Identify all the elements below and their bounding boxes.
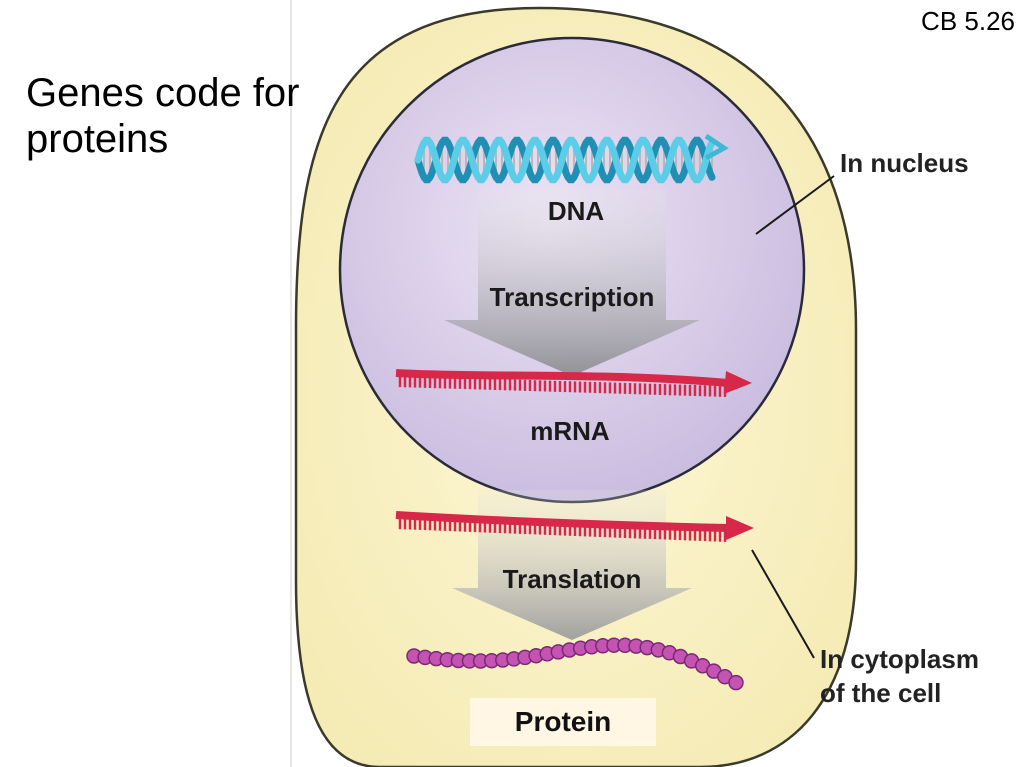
transcription-arrow bbox=[444, 190, 700, 376]
slide-reference: CB 5.26 bbox=[921, 6, 1015, 36]
mrna-label: mRNA bbox=[530, 416, 610, 446]
dna-label: DNA bbox=[548, 196, 605, 226]
dna-double-helix-icon bbox=[414, 133, 729, 184]
transcription-label: Transcription bbox=[490, 282, 655, 312]
cytoplasm-callout-line2: of the cell bbox=[820, 678, 941, 708]
slide-title-line1: Genes code for bbox=[26, 71, 300, 115]
translation-label: Translation bbox=[503, 564, 642, 594]
protein-label: Protein bbox=[470, 698, 656, 746]
mrna-strand-cytoplasm-icon bbox=[395, 511, 754, 542]
nucleus-callout-label: In nucleus bbox=[840, 148, 969, 178]
cytoplasm-callout-line bbox=[751, 549, 815, 659]
nucleus-callout-line bbox=[755, 175, 835, 235]
slide-title-line2: proteins bbox=[26, 117, 169, 161]
protein-chain-icon bbox=[406, 637, 744, 691]
mrna-strand-nucleus-icon bbox=[395, 369, 752, 397]
cytoplasm-callout-line1: In cytoplasm bbox=[820, 644, 979, 674]
slide-title: Genes code for proteins bbox=[26, 70, 300, 162]
